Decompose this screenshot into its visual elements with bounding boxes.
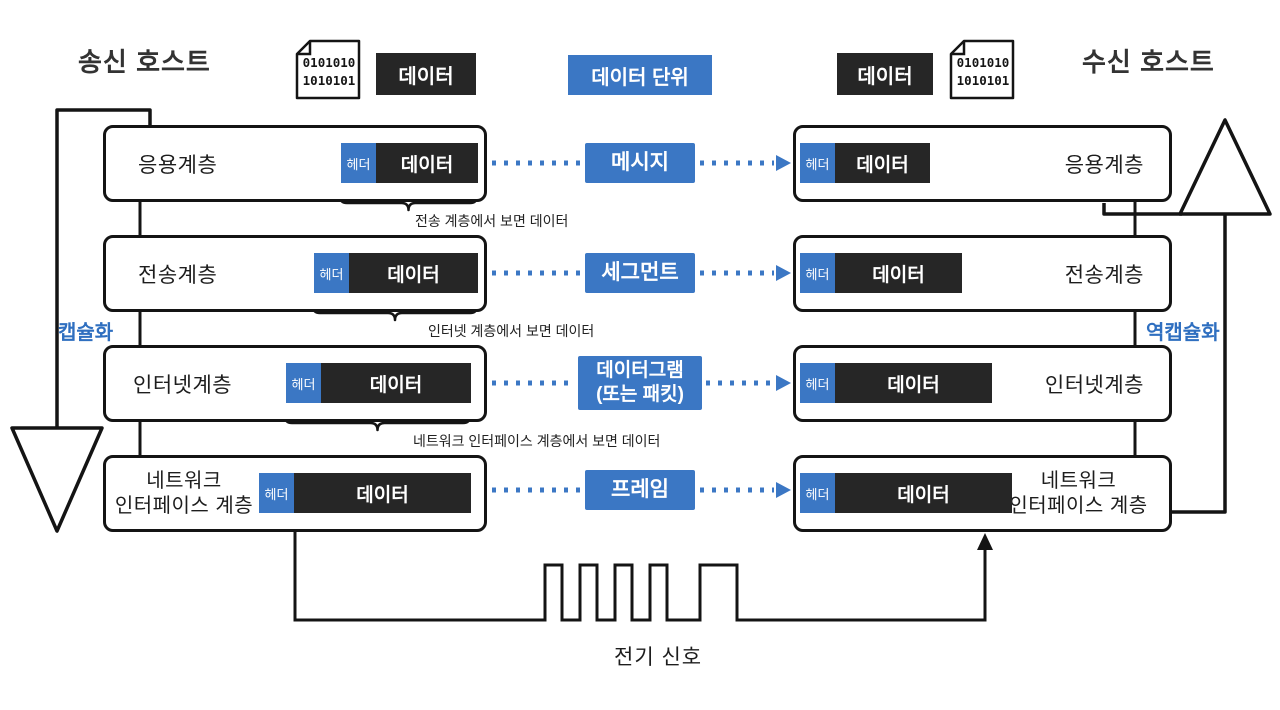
receiver-flow-arrow [1102,118,1272,514]
sender-host-label: 송신 호스트 [78,47,211,77]
receiver-host-label: 수신 호스트 [1082,47,1215,77]
encapsulation-label: 캡슐화 [58,322,114,344]
brace-note-internet: 인터넷 계층에서 보면 데이터 [428,323,595,339]
brace-note-network: 네트워크 인터페이스 계층에서 보면 데이터 [413,433,661,449]
pdu-internet: 헤더 데이터 [800,363,992,403]
sender-layer-transport: 전송계층 헤더 데이터 [103,235,487,312]
decapsulation-label: 역캡슐화 [1146,322,1220,344]
binary-line1: 0101010 [957,55,1010,70]
layer-connectors [138,202,1137,456]
pdu-header: 헤더 [341,143,376,183]
binary-line2: 1010101 [303,73,356,88]
pdu-header: 헤더 [314,253,349,293]
pdu-header: 헤더 [259,473,294,513]
data-scope-braces [283,194,479,432]
receiver-layer-internet: 헤더 데이터 인터넷계층 [793,345,1172,422]
binary-file-icon-left: 0101010 1010101 [295,39,361,100]
pdu-header: 헤더 [800,473,835,513]
top-data-box-right: 데이터 [837,53,933,95]
pdu-transport: 헤더 데이터 [800,253,962,293]
binary-line1: 0101010 [303,55,356,70]
sender-layer-network-interface: 네트워크 인터페이스 계층 헤더 데이터 [103,455,487,532]
pdu-data: 데이터 [835,253,962,293]
sender-flow-arrow [10,108,152,533]
pdu-data: 데이터 [349,253,478,293]
unit-badge-frame: 프레임 [585,470,695,510]
layer-label: 전송계층 [1064,263,1144,287]
pdu-application: 헤더 데이터 [341,143,478,183]
pdu-data: 데이터 [376,143,478,183]
receiver-layer-network-interface: 헤더 데이터 네트워크 인터페이스 계층 [793,455,1172,532]
layer-label: 응용계층 [138,153,218,177]
pdu-data: 데이터 [294,473,471,513]
brace-note-transport: 전송 계층에서 보면 데이터 [415,213,569,229]
pdu-internet: 헤더 데이터 [286,363,471,403]
layer-label: 네트워크 인터페이스 계층 [114,469,254,517]
pdu-frame: 헤더 데이터 [800,473,1012,513]
layer-label: 네트워크 인터페이스 계층 [1009,469,1148,517]
pdu-flow-arrowheads [776,155,791,498]
layer-label: 인터넷계층 [133,373,233,397]
pdu-data: 데이터 [835,143,930,183]
sender-layer-application: 응용계층 헤더 데이터 [103,125,487,202]
layer-label: 응용계층 [1064,153,1144,177]
data-unit-legend: 데이터 단위 [568,55,712,95]
receiver-layer-application: 헤더 데이터 응용계층 [793,125,1172,202]
pdu-header: 헤더 [800,253,835,293]
pdu-data: 데이터 [835,363,992,403]
pdu-data: 데이터 [321,363,471,403]
pdu-data: 데이터 [835,473,1012,513]
binary-file-icon-right: 0101010 1010101 [949,39,1015,100]
electrical-signal-line [293,532,993,622]
signal-arrowhead [977,533,993,550]
pdu-header: 헤더 [800,363,835,403]
layer-label: 전송계층 [138,263,218,287]
pdu-frame: 헤더 데이터 [259,473,471,513]
layer-label: 인터넷계층 [1044,373,1144,397]
unit-badge-datagram: 데이터그램 (또는 패킷) [578,356,702,410]
top-data-box-left: 데이터 [376,53,476,95]
pdu-application: 헤더 데이터 [800,143,930,183]
receiver-layer-transport: 헤더 데이터 전송계층 [793,235,1172,312]
unit-badge-segment: 세그먼트 [585,253,695,293]
pdu-transport: 헤더 데이터 [314,253,478,293]
binary-line2: 1010101 [957,73,1010,88]
pdu-flow-dotted-lines [492,160,774,493]
unit-badge-message: 메시지 [585,143,695,183]
pdu-header: 헤더 [286,363,321,403]
electrical-signal-label: 전기 신호 [614,646,703,669]
sender-layer-internet: 인터넷계층 헤더 데이터 [103,345,487,422]
pdu-header: 헤더 [800,143,835,183]
